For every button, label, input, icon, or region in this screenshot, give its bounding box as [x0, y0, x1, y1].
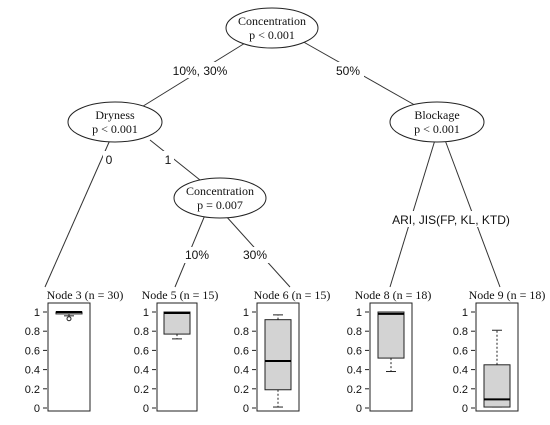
- edge-label-dryness-right: 1: [165, 153, 172, 167]
- y-tick-label: 0.8: [134, 326, 149, 338]
- y-tick-label: 0.6: [347, 345, 362, 357]
- y-tick-label: 0.4: [453, 365, 468, 377]
- terminal-node-1: Node 3 (n = 30) 0 0.2 0.4 0.6 0.8 1: [25, 288, 124, 415]
- node-concentration-2: Concentration p = 0.007: [173, 177, 267, 219]
- outlier-point: [66, 316, 72, 322]
- y-tick-label: 0.4: [347, 365, 362, 377]
- y-tick-label: 0.4: [134, 365, 149, 377]
- y-tick-label: 0: [462, 403, 468, 415]
- terminal-node-title: Node 8 (n = 18): [355, 288, 432, 302]
- y-tick-label: 0.8: [25, 326, 40, 338]
- iqr-box: [377, 311, 405, 359]
- y-tick-label: 0: [143, 403, 149, 415]
- y-tick-label: 0.4: [234, 365, 249, 377]
- y-tick-label: 0.4: [25, 365, 40, 377]
- edge-label-root-left: 10%, 30%: [173, 64, 228, 78]
- y-tick-label: 0.8: [347, 326, 362, 338]
- terminal-node-4: Node 8 (n = 18) 0 0.2 0.4 0.6 0.8 1: [347, 288, 432, 415]
- terminal-node-title: Node 3 (n = 30): [47, 288, 124, 302]
- y-tick-label: 1: [34, 307, 40, 319]
- y-tick-label: 0: [356, 403, 362, 415]
- y-tick-label: 0: [243, 403, 249, 415]
- terminal-node-title: Node 9 (n = 18): [469, 288, 546, 302]
- edge-label-conc2-left: 10%: [185, 248, 209, 262]
- y-tick-label: 0.8: [234, 326, 249, 338]
- edge-dryness-node3: [44, 139, 111, 288]
- node-p-value: p < 0.001: [414, 122, 460, 136]
- iqr-box: [264, 319, 292, 391]
- node-label: Blockage: [414, 108, 459, 122]
- node-ellipse: [173, 177, 267, 219]
- y-tick-label: 0.6: [234, 345, 249, 357]
- terminal-node-title: Node 6 (n = 15): [254, 288, 331, 302]
- node-ellipse: [389, 101, 485, 143]
- node-ellipse: [225, 7, 319, 49]
- y-tick-label: 0.2: [347, 384, 362, 396]
- y-tick-label: 0.2: [134, 384, 149, 396]
- node-blockage: Blockage p < 0.001: [389, 101, 485, 143]
- iqr-box: [163, 311, 191, 335]
- edge-dryness-concentration2: [149, 139, 201, 181]
- node-p-value: p < 0.001: [92, 122, 138, 136]
- y-tick-label: 0.2: [453, 384, 468, 396]
- y-tick-label: 1: [243, 307, 249, 319]
- node-ellipse: [67, 101, 163, 143]
- y-tick-label: 0.2: [25, 384, 40, 396]
- edge-label-blockage: ARI, JIS(FP, KL, KTD): [392, 213, 510, 227]
- node-label: Concentration: [238, 14, 306, 28]
- y-tick-label: 1: [462, 307, 468, 319]
- terminal-node-title: Node 5 (n = 15): [142, 288, 219, 302]
- terminal-node-2: Node 5 (n = 15) 0 0.2 0.4 0.6 0.8 1: [134, 288, 219, 415]
- iqr-box: [483, 364, 511, 408]
- boxplot-panel: [47, 302, 91, 412]
- y-tick-label: 0.6: [25, 345, 40, 357]
- y-tick-label: 1: [143, 307, 149, 319]
- edge-label-root-right: 50%: [336, 64, 360, 78]
- node-dryness: Dryness p < 0.001: [67, 101, 163, 143]
- y-tick-label: 0.2: [234, 384, 249, 396]
- terminal-node-3: Node 6 (n = 15) 0 0.2 0.4 0.6 0.8 1: [234, 288, 331, 415]
- terminal-node-5: Node 9 (n = 18) 0 0.2 0.4 0.6 0.8 1: [453, 288, 546, 415]
- node-p-value: p < 0.001: [249, 28, 295, 42]
- y-tick-label: 0.6: [134, 345, 149, 357]
- y-tick-label: 0: [34, 403, 40, 415]
- y-tick-label: 0.8: [453, 326, 468, 338]
- y-tick-label: 1: [356, 307, 362, 319]
- node-p-value: p = 0.007: [197, 198, 243, 212]
- node-concentration-root: Concentration p < 0.001: [225, 7, 319, 49]
- edge-labels: 10%, 30% 50% 0 1 10% 30% ARI, JIS(FP, KL…: [103, 62, 517, 263]
- node-label: Concentration: [186, 184, 254, 198]
- node-label: Dryness: [95, 108, 135, 122]
- edge-label-conc2-right: 30%: [243, 248, 267, 262]
- y-tick-label: 0.6: [453, 345, 468, 357]
- edge-label-dryness-left: 0: [106, 153, 113, 167]
